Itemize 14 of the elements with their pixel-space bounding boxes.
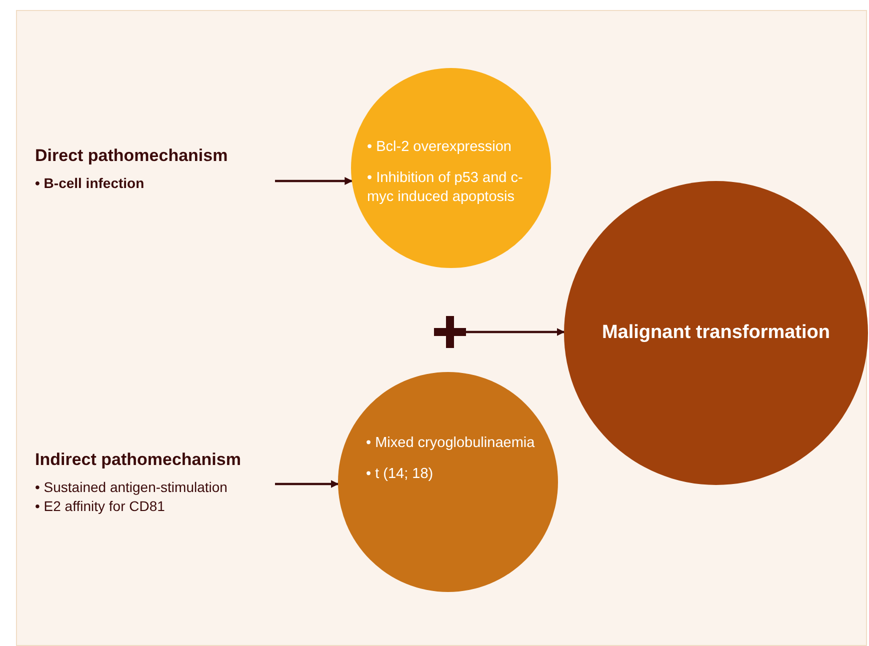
heading: Indirect pathomechanism	[35, 450, 242, 470]
bullet-item: • Sustained antigen-stimulation	[35, 478, 228, 497]
bullet-item: • Mixed cryoglobulinaemia	[366, 434, 536, 453]
bullet-item: • Bcl-2 overexpression	[367, 138, 512, 157]
node-label: Malignant transformation	[602, 322, 830, 344]
bullet-item: • Inhibition of p53 and c-myc induced apoptosis	[367, 169, 524, 207]
bullet-item: • B-cell infection	[35, 174, 146, 193]
heading: Direct pathomechanism	[35, 146, 229, 166]
arrow	[275, 177, 353, 185]
bullet-item: • E2 affinity for CD81	[35, 497, 166, 516]
bullet-item: • t (14; 18)	[366, 465, 434, 484]
arrow	[466, 328, 565, 336]
arrow	[275, 480, 339, 488]
plus-sign	[434, 316, 466, 348]
